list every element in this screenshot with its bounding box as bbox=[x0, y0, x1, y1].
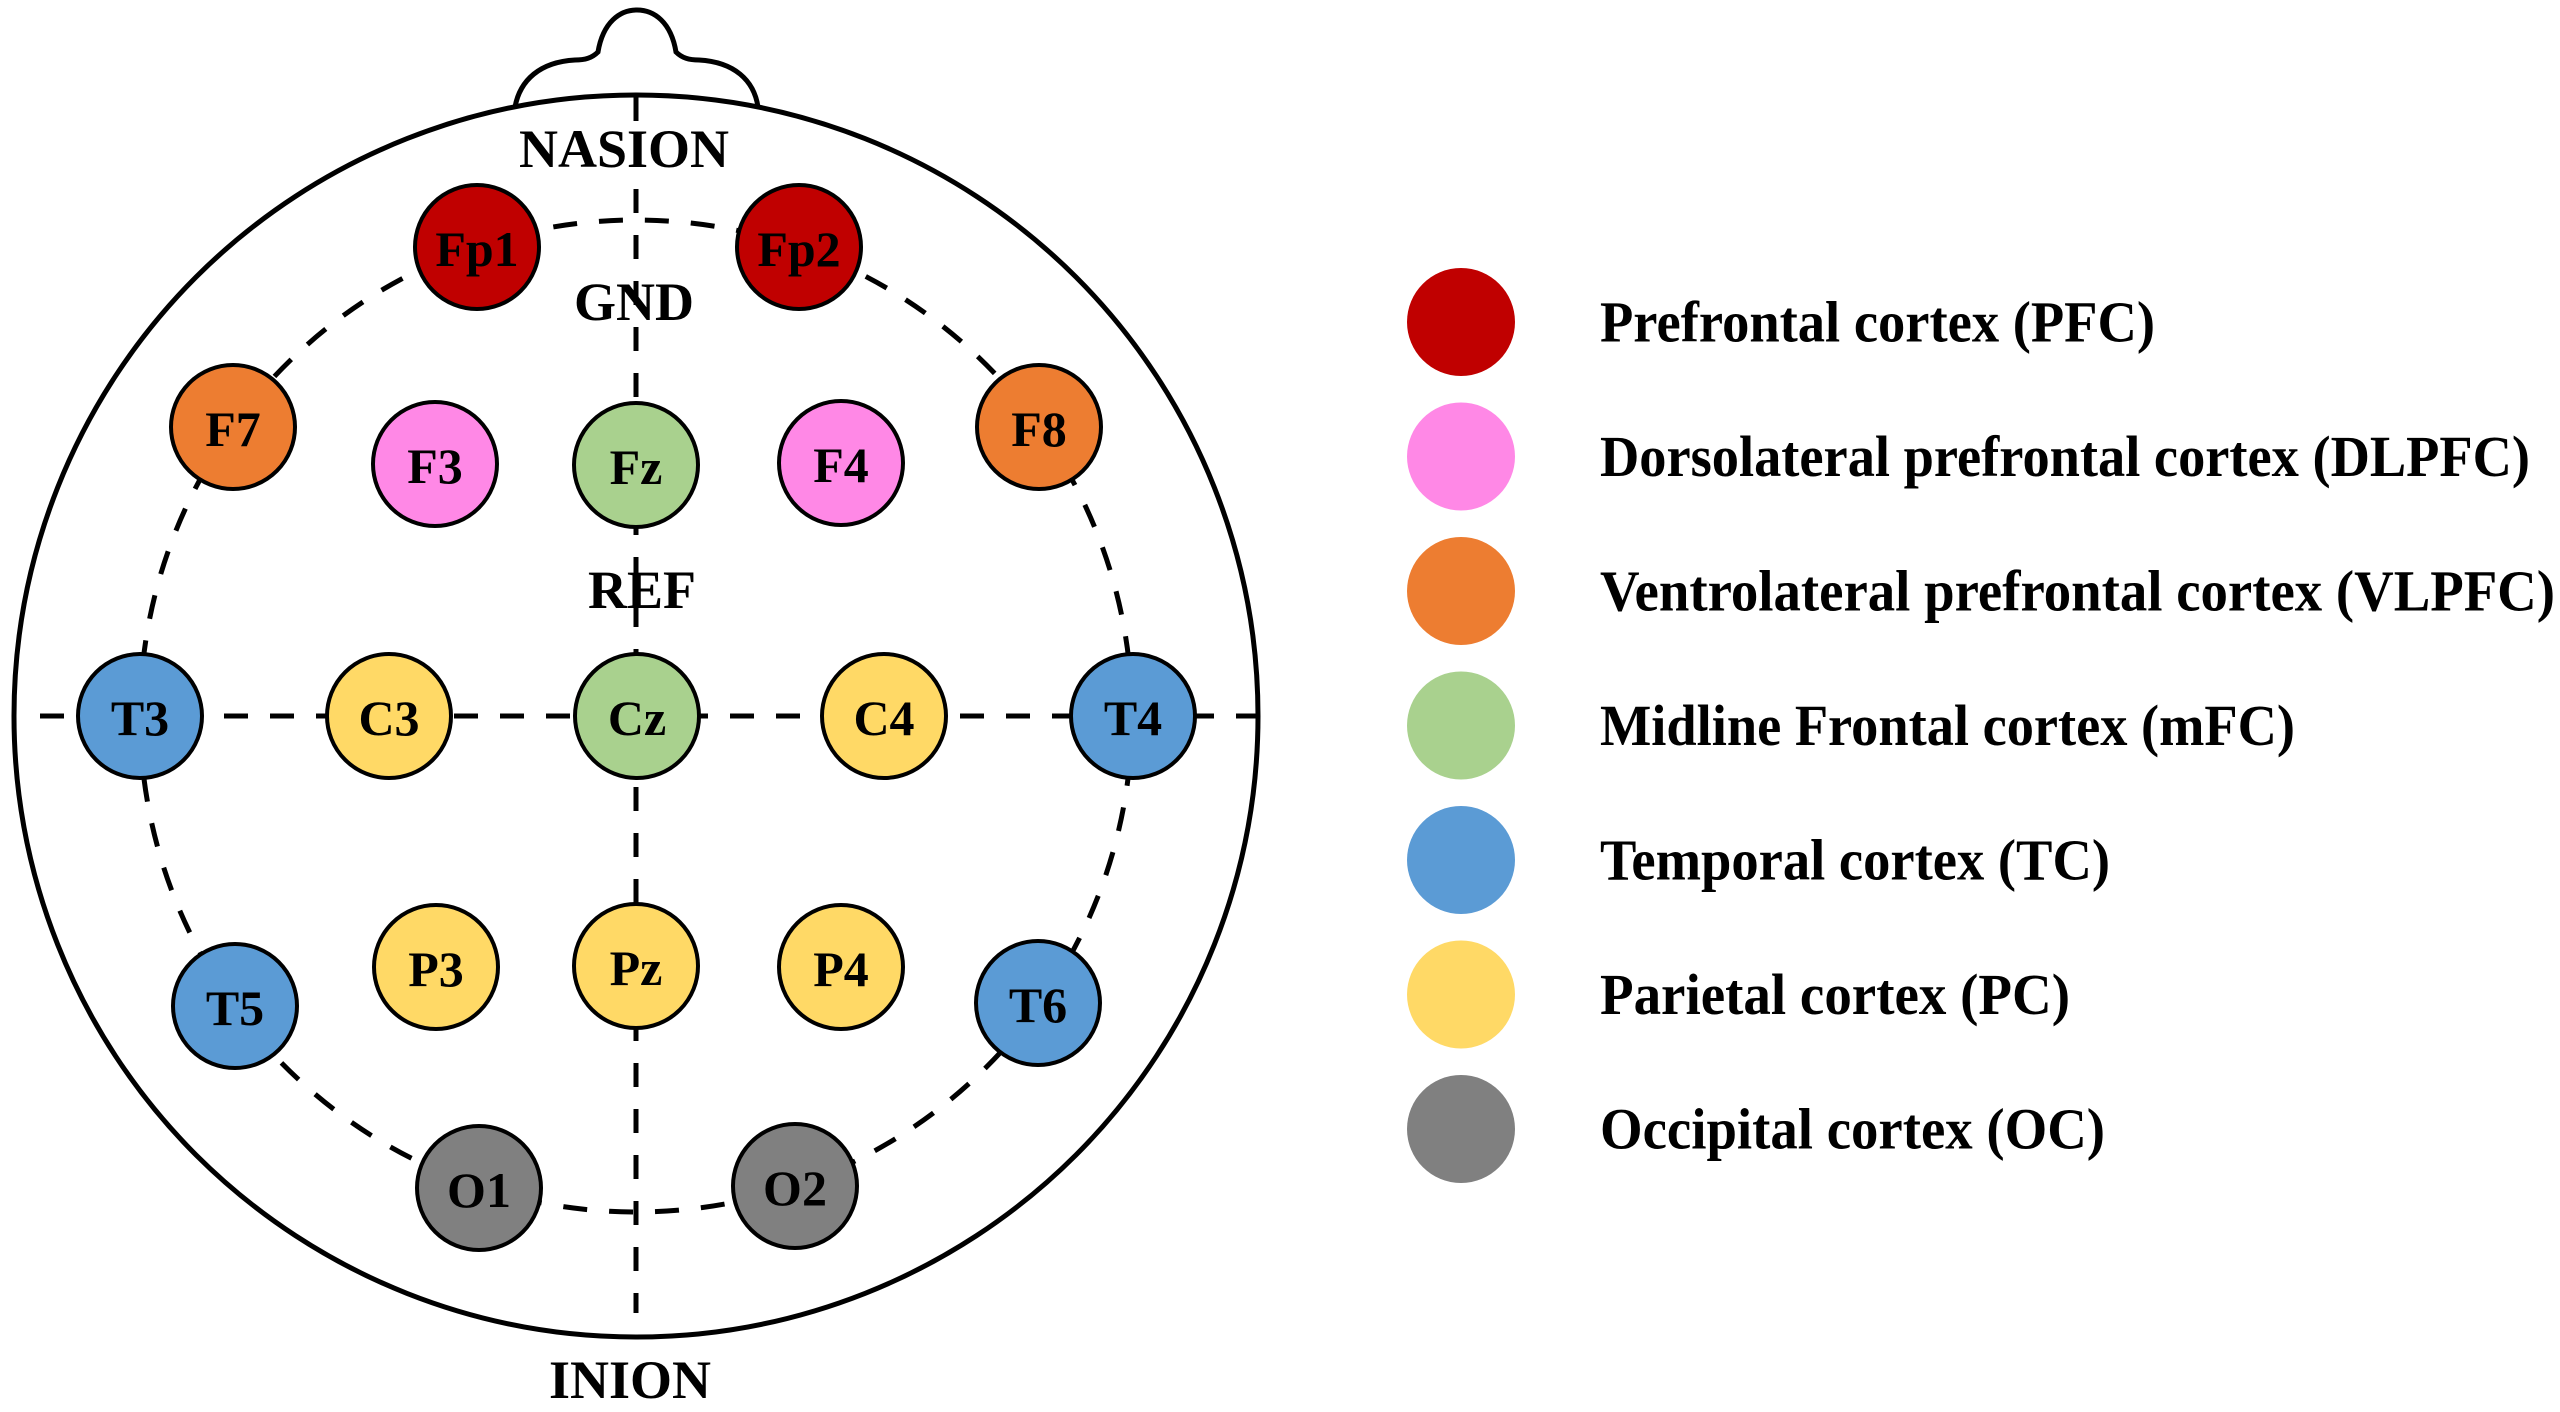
inion-label: INION bbox=[549, 1350, 711, 1407]
electrode-label: Fp2 bbox=[757, 221, 840, 277]
electrode-marker bbox=[171, 942, 299, 1070]
electrode-marker bbox=[413, 183, 541, 311]
electrode-label: T4 bbox=[1104, 690, 1162, 746]
legend-item-pfc: Prefrontal cortex (PFC) bbox=[1407, 268, 2155, 376]
electrode-label: O1 bbox=[447, 1162, 511, 1218]
legend-swatch bbox=[1407, 806, 1515, 914]
electrode-marker bbox=[777, 399, 905, 527]
legend-swatch bbox=[1407, 268, 1515, 376]
electrode-t5: T5 bbox=[171, 942, 299, 1070]
electrode-marker bbox=[372, 903, 500, 1031]
electrode-label: P3 bbox=[408, 941, 464, 997]
electrode-o1: O1 bbox=[415, 1124, 543, 1252]
electrode-label: F3 bbox=[407, 438, 463, 494]
electrode-label: F8 bbox=[1011, 401, 1067, 457]
legend-item-dlpfc: Dorsolateral prefrontal cortex (DLPFC) bbox=[1407, 402, 2530, 511]
legend-label: Prefrontal cortex (PFC) bbox=[1600, 290, 2155, 355]
legend-swatch bbox=[1407, 402, 1515, 511]
electrode-marker bbox=[572, 401, 700, 529]
electrode-label: T6 bbox=[1009, 977, 1067, 1033]
electrode-f7: F7 bbox=[169, 363, 297, 491]
electrode-label: P4 bbox=[813, 941, 869, 997]
nose-outline bbox=[512, 7, 761, 108]
legend-swatch bbox=[1407, 537, 1515, 645]
electrode-marker bbox=[731, 1122, 859, 1250]
electrode-c4: C4 bbox=[820, 652, 948, 780]
electrode-label: T5 bbox=[206, 980, 264, 1036]
electrode-t4: T4 bbox=[1069, 652, 1197, 780]
electrode-marker bbox=[572, 902, 700, 1030]
electrode-label: F4 bbox=[813, 437, 869, 493]
electrode-marker bbox=[1069, 652, 1197, 780]
legend: Prefrontal cortex (PFC) Dorsolateral pref… bbox=[1407, 268, 2555, 1183]
legend-item-mfc: Midline Frontal cortex (mFC) bbox=[1407, 671, 2295, 780]
legend-label: Occipital cortex (OC) bbox=[1600, 1097, 2105, 1162]
electrode-label: Pz bbox=[610, 940, 663, 996]
legend-item-pc: Parietal cortex (PC) bbox=[1407, 940, 2070, 1049]
electrode-fp2: Fp2 bbox=[735, 183, 863, 311]
electrode-cz: Cz bbox=[573, 652, 701, 780]
electrode-fp1: Fp1 bbox=[413, 183, 541, 311]
reference-label: REF bbox=[588, 560, 696, 620]
electrode-marker bbox=[735, 183, 863, 311]
electrode-o2: O2 bbox=[731, 1122, 859, 1250]
electrode-f4: F4 bbox=[777, 399, 905, 527]
legend-label: Dorsolateral prefrontal cortex (DLPFC) bbox=[1600, 424, 2530, 489]
electrode-label: F7 bbox=[205, 401, 261, 457]
legend-label: Parietal cortex (PC) bbox=[1600, 962, 2070, 1027]
electrode-marker bbox=[169, 363, 297, 491]
electrode-marker bbox=[777, 903, 905, 1031]
legend-label: Temporal cortex (TC) bbox=[1600, 828, 2110, 893]
electrode-fz: Fz bbox=[572, 401, 700, 529]
electrode-label: Fp1 bbox=[435, 221, 518, 277]
legend-swatch bbox=[1407, 671, 1515, 780]
electrode-marker bbox=[974, 939, 1102, 1067]
legend-swatch bbox=[1407, 940, 1515, 1049]
electrode-marker bbox=[415, 1124, 543, 1252]
electrode-t6: T6 bbox=[974, 939, 1102, 1067]
electrode-label: Cz bbox=[608, 690, 666, 746]
electrode-pz: Pz bbox=[572, 902, 700, 1030]
electrode-label: C4 bbox=[853, 690, 914, 746]
legend-item-oc: Occipital cortex (OC) bbox=[1407, 1075, 2105, 1183]
legend-item-tc: Temporal cortex (TC) bbox=[1407, 806, 2110, 914]
electrode-f3: F3 bbox=[371, 400, 499, 528]
nasion-label: NASION bbox=[519, 119, 729, 179]
electrode-marker bbox=[371, 400, 499, 528]
electrode-marker bbox=[325, 652, 453, 780]
electrode-p3: P3 bbox=[372, 903, 500, 1031]
legend-item-vlpfc: Ventrolateral prefrontal cortex (VLPFC) bbox=[1407, 537, 2555, 645]
electrode-label: C3 bbox=[358, 690, 419, 746]
electrode-f8: F8 bbox=[975, 363, 1103, 491]
landmark-labels: NASION GND REF INION bbox=[519, 119, 729, 1410]
electrode-c3: C3 bbox=[325, 652, 453, 780]
electrode-marker bbox=[573, 652, 701, 780]
electrode-p4: P4 bbox=[777, 903, 905, 1031]
electrode-label: Fz bbox=[610, 439, 663, 495]
electrode-marker bbox=[820, 652, 948, 780]
legend-label: Ventrolateral prefrontal cortex (VLPFC) bbox=[1600, 559, 2555, 624]
head-outline bbox=[11, 92, 1261, 1340]
ground-label: GND bbox=[574, 272, 694, 332]
electrode-marker bbox=[975, 363, 1103, 491]
head bbox=[11, 7, 1261, 1340]
legend-label: Midline Frontal cortex (mFC) bbox=[1600, 693, 2295, 758]
electrode-marker bbox=[76, 652, 204, 780]
electrode-label: T3 bbox=[111, 690, 169, 746]
electrode-label: O2 bbox=[763, 1160, 827, 1216]
legend-swatch bbox=[1407, 1075, 1515, 1183]
electrode-t3: T3 bbox=[76, 652, 204, 780]
